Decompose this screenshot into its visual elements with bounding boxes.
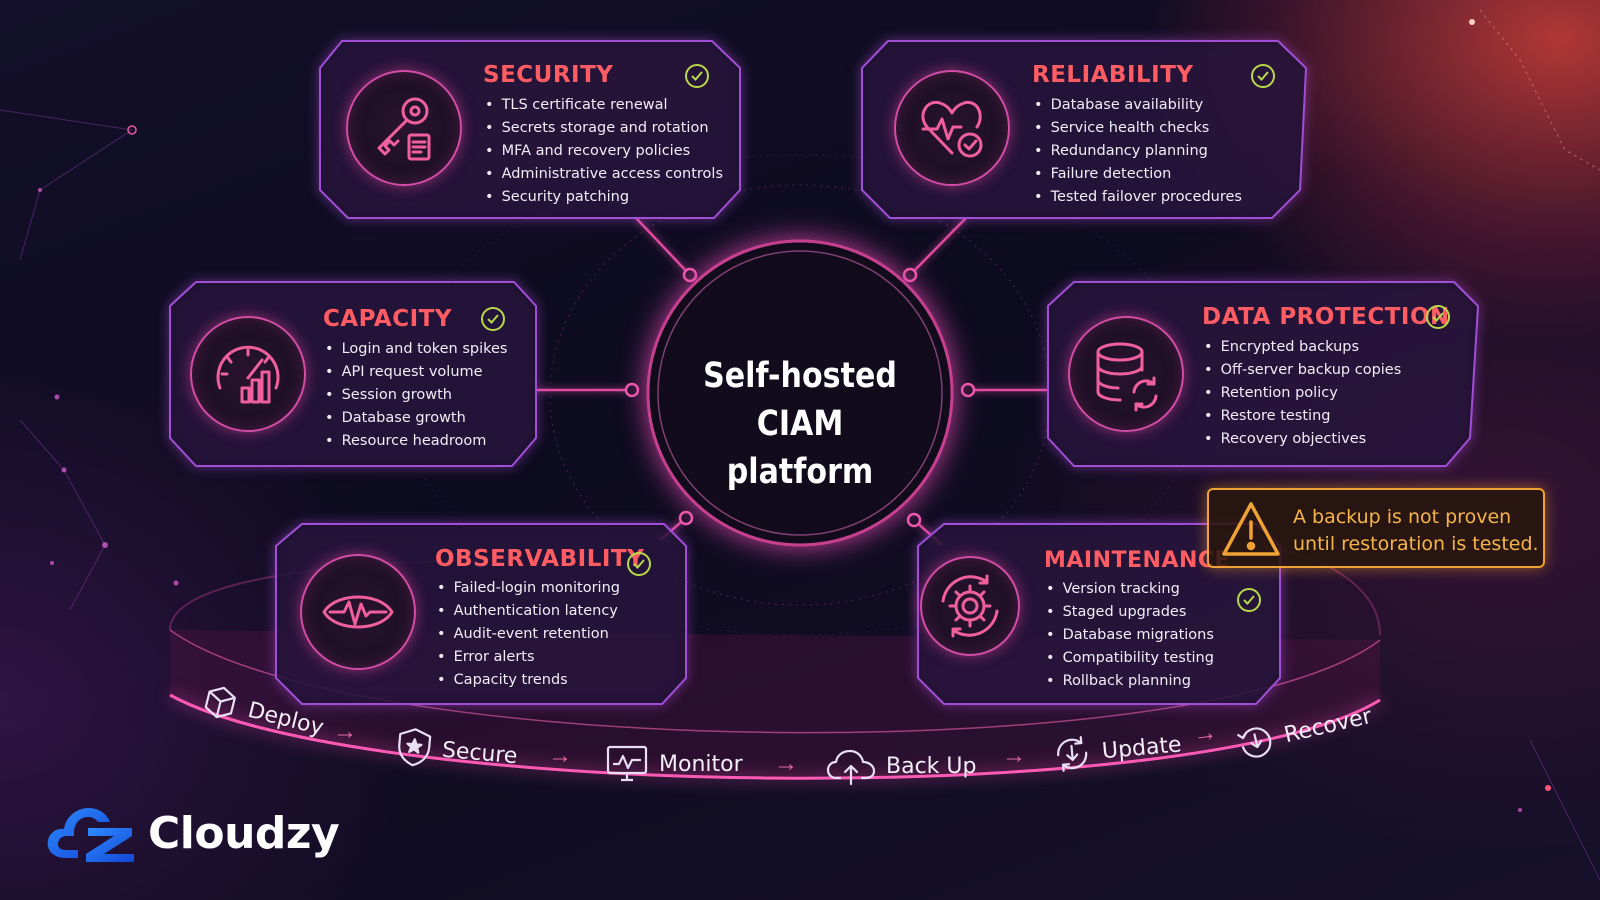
check-icon xyxy=(685,64,709,88)
list-item: Tested failover procedures xyxy=(1034,186,1242,209)
list-item: Restore testing xyxy=(1204,405,1401,428)
check-icon xyxy=(1237,588,1261,612)
card-title: DATA PROTECTION xyxy=(1202,304,1450,330)
gear-cycle-icon xyxy=(920,556,1020,656)
list-item: Capacity trends xyxy=(437,669,620,692)
list-item: Database growth xyxy=(325,407,507,430)
refresh-download-icon xyxy=(1057,735,1088,772)
arrow-icon: → xyxy=(774,750,798,777)
card-title: CAPACITY xyxy=(323,306,453,332)
lifecycle-step-recover: Recover xyxy=(1233,697,1375,765)
list-item: Staged upgrades xyxy=(1046,601,1214,624)
cube-icon xyxy=(204,686,236,719)
list-item: TLS certificate renewal xyxy=(485,94,723,117)
step-label: Update xyxy=(1100,731,1183,764)
list-item: Authentication latency xyxy=(437,600,620,623)
list-item: Session growth xyxy=(325,384,507,407)
list-item: Off-server backup copies xyxy=(1204,359,1402,382)
heart-pulse-check-icon xyxy=(894,70,1010,186)
hub-title: Self-hosted CIAM platform xyxy=(662,352,937,496)
shield-star-icon xyxy=(398,728,432,767)
check-icon xyxy=(481,307,505,331)
check-icon xyxy=(627,552,651,576)
list-item: Security patching xyxy=(485,186,723,209)
list-item: Audit-event retention xyxy=(437,623,620,646)
lifecycle-step-update: Update xyxy=(1051,724,1184,775)
check-icon xyxy=(1251,64,1275,88)
lifecycle-step-deploy: Deploy xyxy=(197,679,328,746)
card-title: RELIABILITY xyxy=(1032,62,1194,88)
arrow-icon: → xyxy=(1002,742,1026,769)
card-title: MAINTENANCE xyxy=(1044,548,1231,573)
warning-line: A backup is not proven xyxy=(1293,506,1512,528)
list-item: Secrets storage and rotation xyxy=(485,117,723,140)
lifecycle-step-monitor: Monitor xyxy=(605,744,743,784)
card-title: SECURITY xyxy=(483,62,614,88)
list-item: Encrypted backups xyxy=(1204,336,1401,359)
hub-title-line: Self-hosted CIAM xyxy=(703,356,897,444)
step-label: Back Up xyxy=(886,753,977,779)
step-label: Secure xyxy=(440,737,519,769)
warning-callout: A backup is not proven until restoration… xyxy=(1207,488,1545,568)
list-item: Retention policy xyxy=(1204,382,1401,405)
list-item: Database migrations xyxy=(1046,624,1214,647)
database-sync-icon xyxy=(1068,316,1184,432)
cloud-upload-icon xyxy=(826,749,876,786)
list-item: Redundancy planning xyxy=(1034,140,1242,163)
cloudzy-logo xyxy=(47,808,134,862)
list-item: Failed-login monitoring xyxy=(437,577,620,600)
list-item: Database availability xyxy=(1034,94,1242,117)
list-item: Recovery objectives xyxy=(1204,428,1401,451)
brand: Cloudzy xyxy=(44,800,340,866)
brand-name: Cloudzy xyxy=(148,807,340,859)
check-icon xyxy=(1426,305,1450,329)
list-item: Administrative access controls xyxy=(485,163,723,186)
hub-title-line: platform xyxy=(726,452,874,492)
arrow-icon: → xyxy=(333,718,357,745)
monitor-pulse-icon xyxy=(606,745,648,782)
list-item: Failure detection xyxy=(1034,163,1242,186)
list-item: MFA and recovery policies xyxy=(485,140,723,163)
list-item: Resource headroom xyxy=(325,430,507,453)
step-label: Monitor xyxy=(659,751,743,777)
list-item: API request volume xyxy=(325,361,507,384)
gauge-bar-chart-icon xyxy=(190,316,306,432)
lifecycle-step-backup: Back Up xyxy=(826,746,976,786)
warning-text: A backup is not proven until restoration… xyxy=(1293,504,1539,558)
list-item: Compatibility testing xyxy=(1046,647,1214,670)
list-item: Service health checks xyxy=(1034,117,1242,140)
list-item: Rollback planning xyxy=(1046,670,1214,693)
list-item: Version tracking xyxy=(1046,578,1214,601)
arrow-icon: → xyxy=(1191,718,1219,749)
restore-icon xyxy=(1237,727,1272,758)
lifecycle-step-secure: Secure xyxy=(394,725,519,777)
warning-line: until restoration is tested. xyxy=(1293,533,1539,555)
list-item: Error alerts xyxy=(437,646,620,669)
eye-pulse-icon xyxy=(300,554,416,670)
warning-triangle-icon xyxy=(1222,502,1280,556)
key-document-icon xyxy=(346,70,462,186)
arrow-icon: → xyxy=(548,742,572,769)
card-title: OBSERVABILITY xyxy=(435,546,645,572)
list-item: Login and token spikes xyxy=(325,338,508,361)
